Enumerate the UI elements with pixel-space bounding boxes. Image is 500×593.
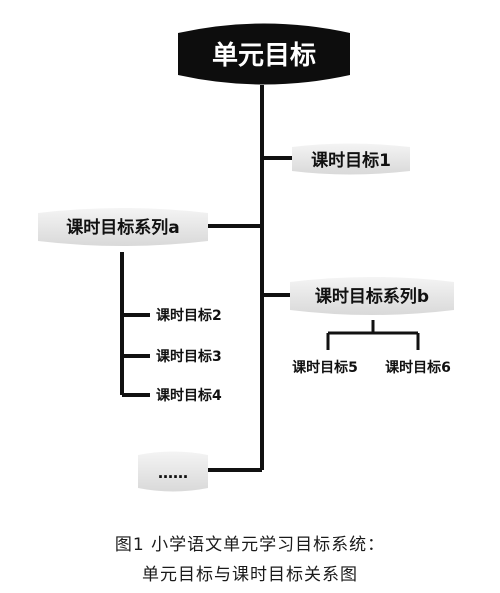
goal-hierarchy-diagram: 单元目标 课时目标1 课时目标系列a 课时目标系列b 课时目标2 课时目标3 课… [38,23,454,492]
figure-caption-line-1: 图1 小学语文单元学习目标系统： [114,535,386,555]
series-b-bracket [326,320,420,350]
series-a-label: 课时目标系列a [66,217,179,238]
series-a-shape [38,208,208,246]
figure-caption-line-2: 单元目标与课时目标关系图 [142,565,358,585]
series-b-shape [290,277,454,315]
lesson-goal-3-label: 课时目标3 [156,348,222,365]
lesson-goal-5-label: 课时目标5 [292,359,358,376]
lesson-goal-4-label: 课时目标4 [156,387,222,404]
connector-lines [120,85,292,472]
lesson-goal-1-shape [292,143,410,175]
lesson-goal-2-label: 课时目标2 [156,307,222,324]
root-node-label: 单元目标 [212,41,316,71]
ellipsis-node-label: …… [158,464,188,482]
series-b-label: 课时目标系列b [315,286,429,307]
root-node-shape [178,23,350,85]
lesson-goal-6-label: 课时目标6 [385,359,451,376]
ellipsis-node-shape [138,451,208,492]
lesson-goal-1-label: 课时目标1 [311,150,391,171]
